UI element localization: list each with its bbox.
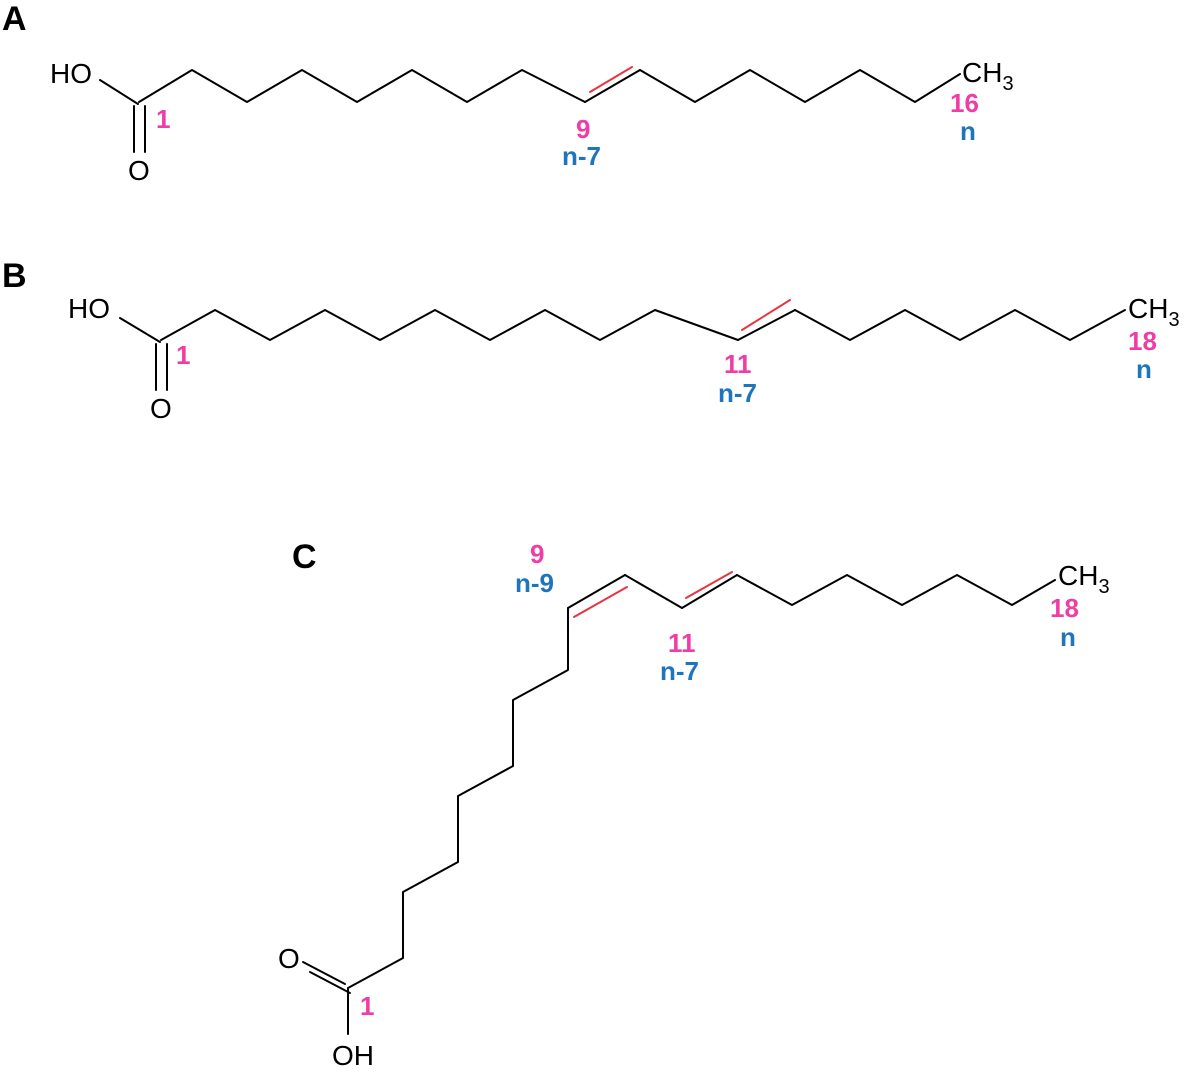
- panel-a-carbon-16-label: 16: [950, 88, 979, 118]
- panel-c-bond-c1-o-bottom: [309, 971, 351, 994]
- panel-b-methyl-sub: 3: [1168, 309, 1179, 331]
- panel-a-bond-c1-oh: [99, 79, 139, 105]
- panel-b-carbon-1-label: 1: [176, 340, 190, 370]
- panel-a-omega-n7-label: n-7: [562, 141, 601, 171]
- panel-a-carbonyl-oxygen: O: [128, 155, 150, 186]
- panel-b-methyl: CH3: [1128, 293, 1180, 331]
- panel-b-hydroxyl: HO: [68, 293, 110, 324]
- panel-c-methyl-main: CH: [1058, 560, 1098, 591]
- panel-c-chain-c12-c18: [736, 574, 1056, 606]
- panel-c-label: C: [292, 538, 317, 576]
- panel-b-carbon-11-label: 11: [724, 349, 752, 379]
- panel-a-carbon-9-label: 9: [576, 114, 590, 144]
- panel-c-omega-n7-label: n-7: [660, 656, 699, 686]
- panel-b-double-bond-line2: [741, 299, 791, 331]
- panel-c-double-bond-2-line1: [681, 574, 738, 609]
- panel-c-carbon-11-label: 11: [668, 628, 696, 658]
- panel-b-carbon-18-label: 18: [1128, 326, 1157, 356]
- panel-a-double-bond-line1: [584, 69, 641, 103]
- panel-a-hydroxyl: HO: [50, 58, 92, 89]
- panel-c: C O OH CH3 1 9 n-9 11 n-7 18 n: [278, 538, 1110, 1071]
- panel-c-chain-c1-c9: [347, 607, 569, 989]
- panel-c-carbon-18-label: 18: [1050, 593, 1079, 623]
- panel-b-chain-c1-c11: [160, 309, 739, 341]
- panel-b: B HO O CH3 1 11 n-7 18 n: [2, 257, 1180, 424]
- panel-b-chain-c12-c18: [794, 309, 1126, 341]
- panel-c-double-bond-2-line2: [685, 571, 733, 599]
- panel-a-double-bond-line2: [589, 66, 633, 93]
- panel-c-methyl-sub: 3: [1098, 576, 1109, 598]
- panel-b-bond-c1-oh: [119, 317, 161, 343]
- panel-a: A HO O CH3 1 9 n-7 16 n: [2, 0, 1014, 186]
- panel-b-omega-n-label: n: [1136, 354, 1152, 384]
- panel-c-bond-c1-o-top: [302, 961, 346, 985]
- panel-a-methyl: CH3: [962, 57, 1014, 95]
- panel-a-chain-c1-c9: [138, 69, 586, 103]
- panel-c-double-bond-1-line1: [567, 574, 626, 609]
- panel-c-bond-c10-c11: [624, 574, 683, 609]
- panel-c-omega-n9-label: n-9: [515, 568, 554, 598]
- panel-b-double-bond-line1: [737, 309, 796, 341]
- panel-a-omega-n-label: n: [960, 116, 976, 146]
- panel-c-hydroxyl: OH: [332, 1040, 374, 1071]
- panel-c-methyl: CH3: [1058, 560, 1110, 598]
- panel-a-carbon-1-label: 1: [156, 104, 170, 134]
- panel-a-methyl-sub: 3: [1002, 73, 1013, 95]
- panel-c-omega-n-label: n: [1060, 622, 1076, 652]
- panel-a-label: A: [2, 0, 27, 38]
- panel-c-carbonyl-oxygen: O: [278, 943, 300, 974]
- panel-c-carbon-9-label: 9: [530, 539, 544, 569]
- panel-c-double-bond-1-line2: [573, 586, 628, 618]
- panel-a-chain-c10-c16: [639, 69, 961, 103]
- panel-b-methyl-main: CH: [1128, 293, 1168, 324]
- panel-c-carbon-1-label: 1: [360, 991, 374, 1021]
- panel-b-carbonyl-oxygen: O: [150, 393, 172, 424]
- panel-a-methyl-main: CH: [962, 57, 1002, 88]
- panel-b-omega-n7-label: n-7: [718, 378, 757, 408]
- panel-b-label: B: [2, 257, 27, 295]
